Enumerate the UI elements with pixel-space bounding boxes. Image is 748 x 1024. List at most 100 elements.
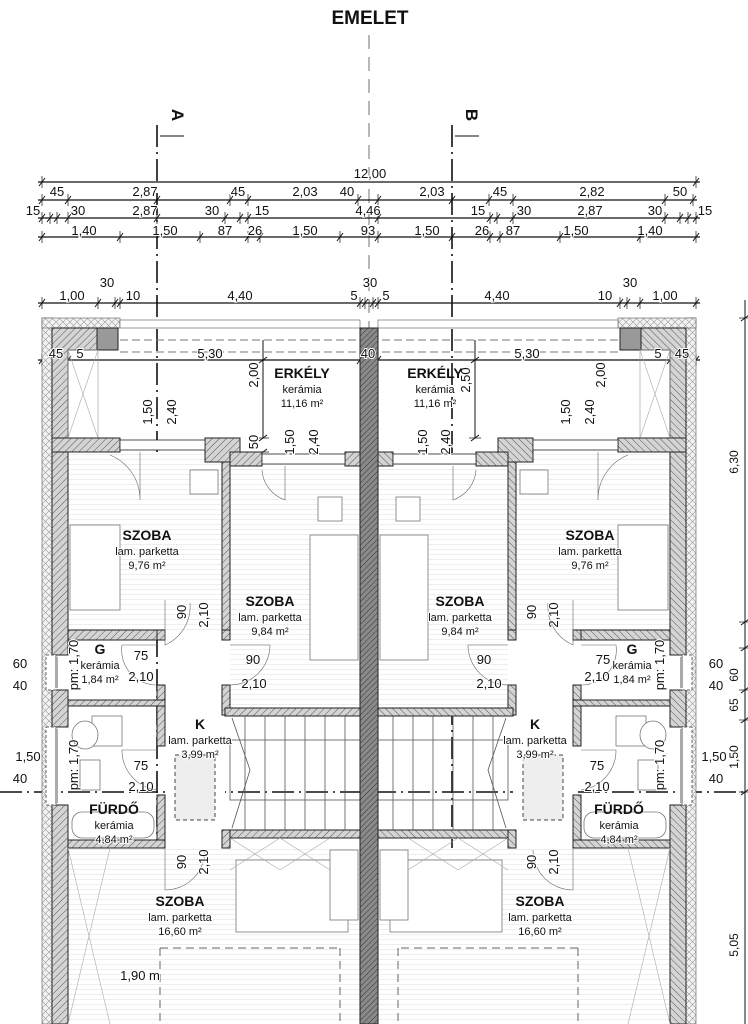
sill-height-label: pm: 1,70 xyxy=(652,640,667,691)
dimension-label: 1,50 xyxy=(140,399,155,424)
dimension-label: 26 xyxy=(475,223,489,238)
room-floor: kerámia xyxy=(94,820,134,832)
page-title: EMELET xyxy=(331,8,408,29)
dimension-label: 30 xyxy=(100,275,114,290)
door-dimension: 90 xyxy=(524,605,539,619)
dimension-label: 2,87 xyxy=(132,203,157,218)
room-name: ERKÉLY xyxy=(407,365,463,381)
dimension-label: 2,40 xyxy=(438,429,453,454)
room-name: SZOBA xyxy=(156,893,205,909)
dimension-label: 15 xyxy=(698,203,712,218)
dimension-label: 5 xyxy=(76,346,83,361)
room-floor: kerámia xyxy=(599,820,639,832)
window-dimension: 1,50 xyxy=(15,749,40,764)
room-name: SZOBA xyxy=(123,527,172,543)
room-area: 9,84 m² xyxy=(441,626,479,638)
dimension-label: 1,50 xyxy=(727,745,741,769)
room-area: 3,99 m² xyxy=(516,749,554,761)
window-dimension: 40 xyxy=(709,771,723,786)
room-floor: lam. parketta xyxy=(558,546,622,558)
dimension-label: 45 xyxy=(50,184,64,199)
room-area: 9,76 m² xyxy=(128,560,166,572)
dimension-label: 5,30 xyxy=(514,346,539,361)
dimension-label: 30 xyxy=(517,203,531,218)
door-dimension: 2,10 xyxy=(546,602,561,627)
dimension-label: 1,40 xyxy=(637,223,662,238)
dimension-label: 87 xyxy=(218,223,232,238)
room-area: 16,60 m² xyxy=(158,926,202,938)
door-dimension: 75 xyxy=(134,648,148,663)
dimension-label: 45 xyxy=(493,184,507,199)
dimension-label: 5 xyxy=(654,346,661,361)
dwelling-left xyxy=(41,317,361,1024)
room-area: 9,76 m² xyxy=(571,560,609,572)
room-floor: lam. parketta xyxy=(148,912,212,924)
dimension-label: 1,50 xyxy=(563,223,588,238)
dimension-label: 2,40 xyxy=(306,429,321,454)
door-dimension: 2,10 xyxy=(476,676,501,691)
dimension-label: 30 xyxy=(648,203,662,218)
dimension-label: 40 xyxy=(340,184,354,199)
door-dimension: 90 xyxy=(477,652,491,667)
window-dimension: 60 xyxy=(709,656,723,671)
window-dimension: 1,50 xyxy=(701,749,726,764)
dimension-label: 2,87 xyxy=(132,184,157,199)
dimension-label: 2,87 xyxy=(577,203,602,218)
dimension-label: 2,03 xyxy=(292,184,317,199)
door-dimension: 75 xyxy=(590,758,604,773)
room-area: 9,84 m² xyxy=(251,626,289,638)
door-dimension: 2,10 xyxy=(196,602,211,627)
party-wall xyxy=(359,327,379,1024)
room-floor: lam. parketta xyxy=(428,612,492,624)
dimension-label: 50 xyxy=(673,184,687,199)
dimension-label: 2,50 xyxy=(458,367,473,392)
door-dimension: 2,10 xyxy=(128,779,153,794)
dimension-label: 15 xyxy=(471,203,485,218)
room-floor: lam. parketta xyxy=(115,546,179,558)
dimension-label: 2,00 xyxy=(246,362,261,387)
dimension-label: 2,40 xyxy=(164,399,179,424)
room-name: G xyxy=(627,641,638,657)
room-area: 1,84 m² xyxy=(613,674,651,686)
dimension-label: 50 xyxy=(246,435,261,449)
dimension-label: 5,30 xyxy=(197,346,222,361)
window-dimension: 40 xyxy=(709,678,723,693)
window-dimension: 40 xyxy=(13,771,27,786)
dimension-label: 40 xyxy=(361,346,375,361)
door-dimension: 90 xyxy=(246,652,260,667)
door-dimension: 2,10 xyxy=(196,849,211,874)
dimension-label: 30 xyxy=(71,203,85,218)
room-floor: lam. parketta xyxy=(168,735,232,747)
dimension-label: 1,50 xyxy=(282,429,297,454)
room-area: 3,99 m² xyxy=(181,749,219,761)
door-dimension: 2,10 xyxy=(546,849,561,874)
section-marker-a: A xyxy=(168,109,187,121)
dimension-label: 87 xyxy=(506,223,520,238)
dimension-label: 10 xyxy=(126,288,140,303)
dimension-label: 30 xyxy=(623,275,637,290)
dimension-label: 1,50 xyxy=(414,223,439,238)
dimension-label: 12,00 xyxy=(354,166,387,181)
sill-height-label: pm: 1,70 xyxy=(66,640,81,691)
dimension-label: 1,50 xyxy=(558,399,573,424)
dimension-label: 2,00 xyxy=(593,362,608,387)
dimension-label: 2,40 xyxy=(582,399,597,424)
dimension-label: 60 xyxy=(727,668,741,682)
dimension-label: 2,03 xyxy=(419,184,444,199)
door-dimension: 2,10 xyxy=(584,669,609,684)
section-marker-b: B xyxy=(462,109,481,121)
dimension-label: 1,40 xyxy=(71,223,96,238)
room-floor: lam. parketta xyxy=(503,735,567,747)
room-area: 11,16 m² xyxy=(281,398,324,410)
dimension-label: 30 xyxy=(205,203,219,218)
dimension-label: 5 xyxy=(382,288,389,303)
room-name: K xyxy=(195,716,205,732)
dimension-label: 26 xyxy=(248,223,262,238)
door-dimension: 75 xyxy=(134,758,148,773)
room-name: SZOBA xyxy=(436,593,485,609)
dimension-label: 65 xyxy=(727,698,741,712)
dimension-label: 1,50 xyxy=(415,429,430,454)
room-floor: kerámia xyxy=(415,384,455,396)
dimension-label: 45 xyxy=(49,346,63,361)
